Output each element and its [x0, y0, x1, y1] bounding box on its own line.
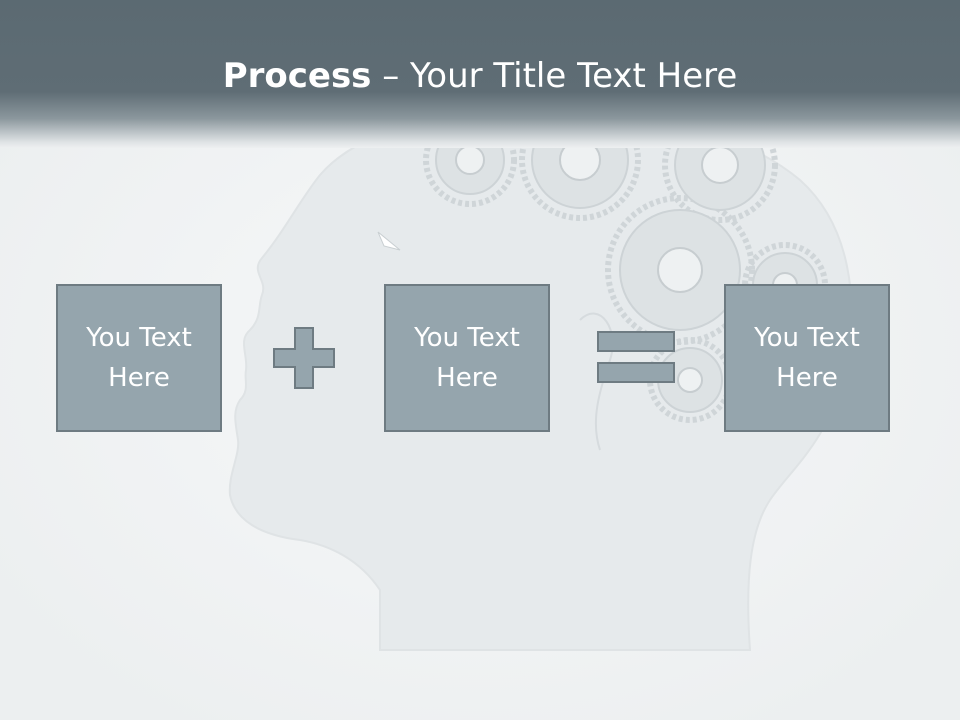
text-box-2[interactable]: You Text Here	[384, 284, 550, 432]
text-box-3-label: You Text Here	[754, 323, 860, 393]
plus-icon	[273, 327, 335, 389]
text-box-3[interactable]: You Text Here	[724, 284, 890, 432]
equals-icon	[597, 331, 675, 383]
title-bar	[0, 0, 960, 148]
title-rest: – Your Title Text Here	[371, 56, 738, 96]
title-bold: Process	[222, 56, 372, 96]
text-box-1[interactable]: You Text Here	[56, 284, 222, 432]
text-box-1-label: You Text Here	[86, 323, 192, 393]
slide-title: Process – Your Title Text Here	[0, 52, 960, 100]
text-box-2-label: You Text Here	[414, 323, 520, 393]
